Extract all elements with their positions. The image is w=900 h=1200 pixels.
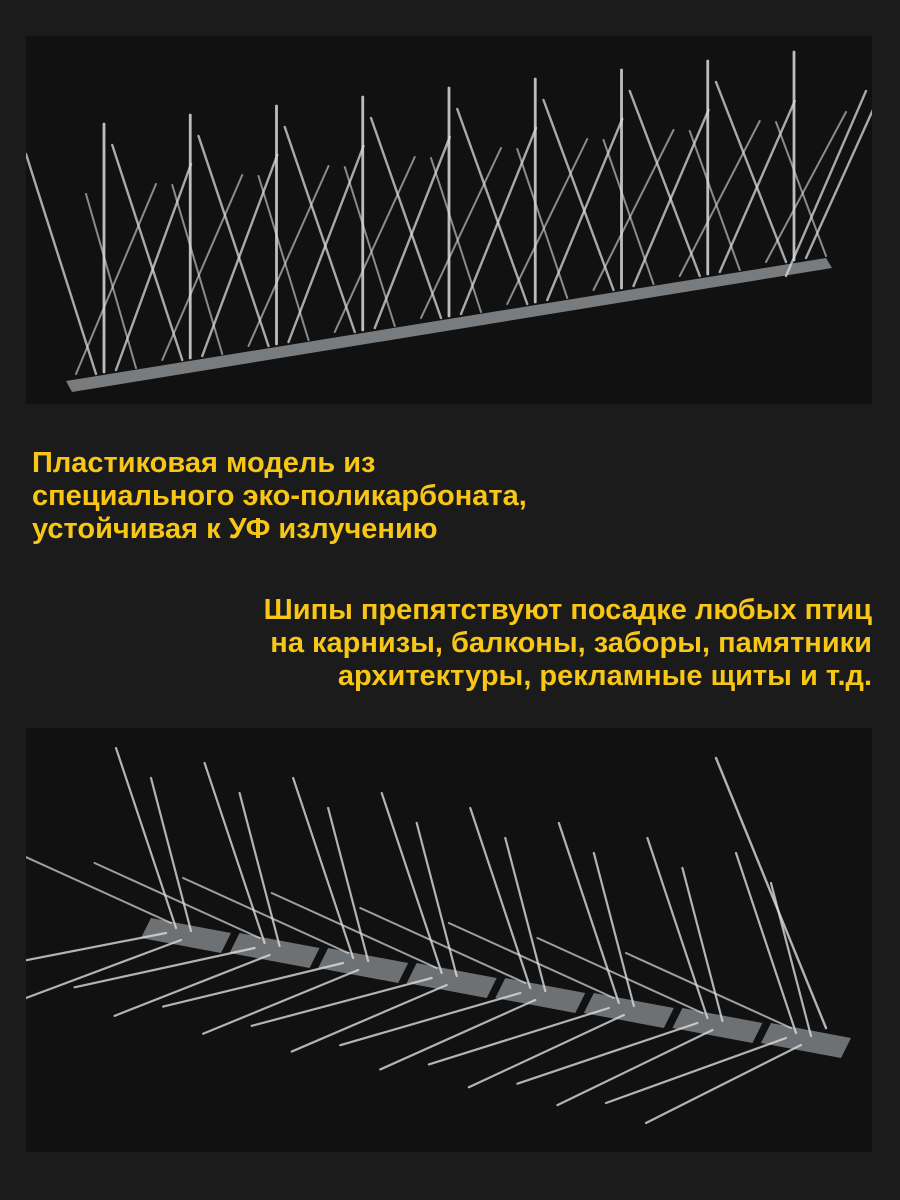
spike — [201, 153, 279, 358]
spike — [292, 776, 355, 960]
base-plate — [761, 1023, 851, 1058]
spike — [287, 144, 365, 344]
spike — [467, 1013, 625, 1089]
spike — [114, 162, 193, 372]
spike — [557, 821, 620, 1005]
spike — [171, 184, 224, 355]
spike — [359, 907, 527, 984]
spike — [250, 976, 433, 1027]
spike — [327, 806, 370, 963]
spike — [238, 791, 281, 948]
spike — [26, 938, 183, 1000]
metal-spike-photo — [26, 728, 872, 1152]
spike — [73, 946, 256, 989]
spike — [784, 89, 868, 278]
spike — [379, 998, 537, 1071]
spike — [380, 791, 443, 975]
spike — [93, 862, 261, 939]
purpose-caption-line: архитектуры, рекламные щиты и т.д. — [337, 660, 872, 692]
spike — [625, 952, 792, 1029]
spike — [602, 139, 655, 285]
spike — [85, 193, 137, 369]
spike — [644, 1043, 803, 1125]
spike — [592, 129, 675, 291]
spike — [688, 130, 741, 271]
spike — [427, 1006, 610, 1066]
spike — [678, 120, 761, 277]
spike — [343, 166, 396, 327]
spike — [202, 968, 360, 1035]
spike — [333, 156, 416, 333]
material-caption-line: устойчивая к УФ излучению — [32, 513, 438, 545]
base-plate — [495, 978, 586, 1013]
spike — [456, 107, 529, 306]
material-caption-line: специального эко-поликарбоната, — [32, 480, 527, 512]
spike — [257, 175, 310, 341]
spike — [203, 761, 266, 945]
spike — [536, 937, 704, 1014]
spike — [604, 1036, 788, 1105]
spike — [114, 746, 178, 930]
spike — [516, 1021, 699, 1085]
purpose-caption-line: Шипы препятствуют посадке любых птиц — [263, 594, 872, 626]
material-caption-line: Пластиковая модель из — [32, 447, 376, 479]
spike — [26, 855, 172, 924]
spike — [734, 851, 798, 1035]
material-caption: Пластиковая модель из специального эко-п… — [32, 447, 732, 546]
spike — [283, 125, 356, 334]
spike — [26, 152, 98, 376]
base-plate — [672, 1008, 763, 1043]
base-plate — [583, 993, 674, 1028]
metal-spike-illustration — [26, 746, 851, 1125]
spike — [628, 89, 701, 278]
base-plate — [406, 963, 497, 998]
purpose-caption: Шипы препятствуют посадке любых птиц на … — [72, 594, 872, 693]
plastic-spike-photo — [26, 36, 872, 404]
spike — [542, 98, 615, 292]
spike — [270, 892, 438, 969]
spike — [681, 866, 724, 1023]
purpose-caption-line: на карнизы, балконы, заборы, памятники — [270, 627, 872, 659]
spike — [646, 836, 709, 1020]
spike — [161, 174, 244, 361]
spike — [162, 961, 345, 1008]
spike — [111, 143, 184, 362]
spike — [420, 147, 502, 319]
spike — [430, 157, 482, 313]
spike — [506, 138, 589, 305]
spike — [197, 134, 270, 348]
spike — [714, 756, 828, 1030]
base-plate — [318, 948, 409, 983]
spike — [290, 983, 448, 1053]
spike — [447, 922, 615, 999]
base-plate — [229, 933, 320, 968]
spike — [415, 821, 458, 978]
spike — [469, 806, 532, 990]
plastic-spike-illustration — [26, 50, 872, 392]
spike — [765, 111, 847, 263]
spike — [75, 183, 157, 375]
spike — [369, 116, 443, 320]
spike — [113, 953, 271, 1017]
spike — [592, 851, 635, 1008]
spike — [556, 1028, 714, 1107]
spike — [339, 991, 522, 1047]
spike — [26, 931, 168, 962]
spike — [247, 165, 330, 347]
spike — [504, 836, 547, 993]
spike — [516, 148, 569, 299]
spike — [714, 80, 788, 264]
spike — [775, 121, 827, 257]
strip-base — [66, 258, 832, 392]
spike — [182, 877, 350, 954]
spike — [804, 109, 872, 260]
spike — [149, 776, 193, 933]
base-plate — [141, 918, 231, 953]
